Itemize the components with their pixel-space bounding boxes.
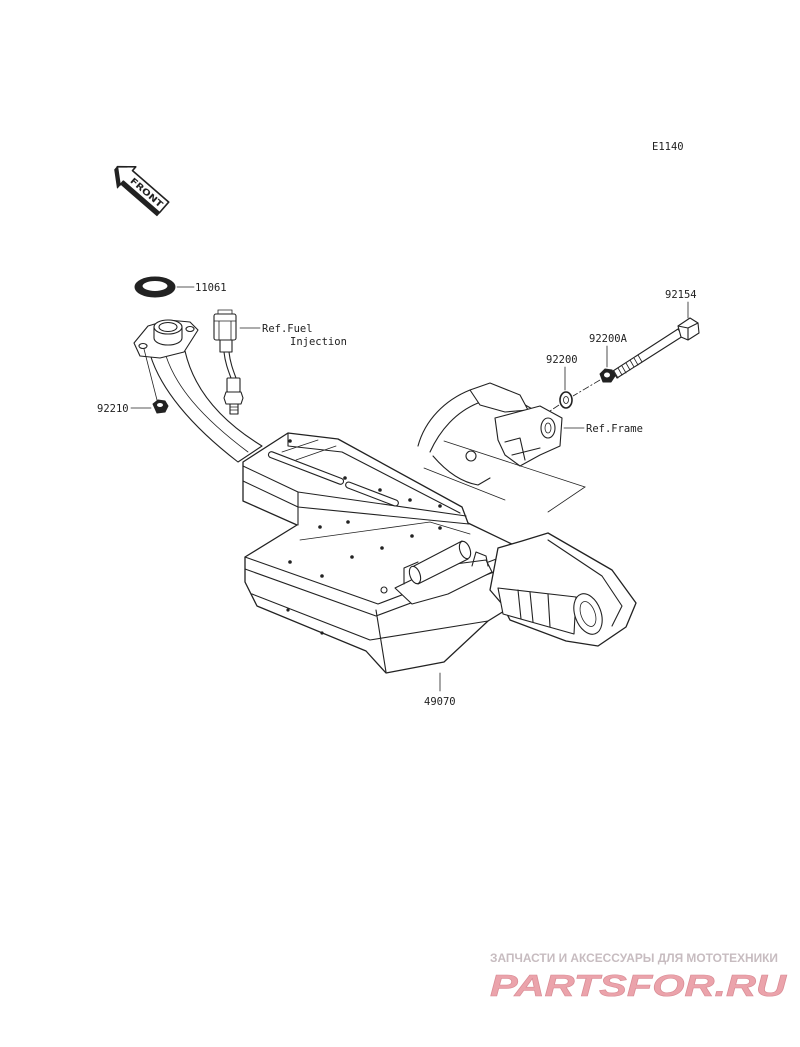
- callout-11061[interactable]: 11061: [195, 282, 227, 294]
- callout-92200[interactable]: 92200: [546, 354, 578, 366]
- sensor-body: [226, 377, 241, 393]
- bracket-tube-end: [408, 565, 422, 585]
- ref-fuel-label-line2: Injection: [290, 336, 347, 348]
- bolt-dot: [438, 504, 442, 508]
- flange-hole-right: [185, 325, 195, 333]
- nut-92210: [152, 399, 169, 414]
- gasket-11061: [134, 276, 176, 298]
- sensor-hex: [223, 391, 244, 405]
- frame-reference-bracket: [417, 382, 563, 486]
- frame-tabs: [504, 437, 541, 461]
- bolt-dot: [288, 560, 292, 564]
- lower-top-face-line: [299, 521, 471, 541]
- bolt-dot: [343, 476, 347, 480]
- callout-92210[interactable]: 92210: [97, 403, 129, 415]
- muffler-drain-hole: [380, 586, 388, 594]
- lower-corner-edge: [375, 609, 387, 673]
- callout-49070[interactable]: 49070: [424, 696, 456, 708]
- sensor-thread-lines: [229, 406, 239, 411]
- pipe-flange: [133, 319, 199, 359]
- muffler-bolt-dots: [286, 439, 442, 635]
- front-direction-arrow: FRONT: [114, 165, 170, 217]
- sensor-connector: [213, 313, 237, 341]
- frame-guide-line-lower: [423, 467, 506, 501]
- nut-hole: [157, 403, 163, 407]
- gasket-hole: [141, 279, 169, 293]
- bolt-dot: [378, 488, 382, 492]
- callout-92200a[interactable]: 92200A: [589, 333, 628, 345]
- bolt-dot: [320, 631, 324, 635]
- tail-pipe-rings: [517, 589, 551, 628]
- exhaust-pipe: [149, 350, 263, 463]
- bolt-dot: [380, 546, 384, 550]
- frame-guide-line: [443, 440, 586, 513]
- front-arrow-icon: [116, 165, 170, 214]
- bolt-axis-line: [549, 379, 601, 412]
- stud-alignment-line: [143, 348, 158, 401]
- bolt-dot: [346, 520, 350, 524]
- frame-mount-bore: [544, 422, 552, 434]
- bolt-dot: [288, 439, 292, 443]
- tail-pipe-bore: [579, 601, 597, 627]
- bracket-tabs: [403, 551, 489, 585]
- bolt-92154: [612, 317, 700, 379]
- bolt-dot: [410, 534, 414, 538]
- washer-92200: [559, 391, 573, 409]
- muffler-end-cap: [489, 532, 637, 647]
- bolt-dot: [350, 555, 354, 559]
- callout-92154[interactable]: 92154: [665, 289, 697, 301]
- washer-ring: [559, 391, 573, 409]
- bolt-dot: [438, 526, 442, 530]
- bolt-head-facets: [677, 322, 699, 341]
- bolt-dot: [320, 574, 324, 578]
- flange-hole-left: [138, 342, 148, 350]
- frame-member-inner: [429, 402, 506, 453]
- sensor-boot: [219, 339, 233, 353]
- diagram-code: E1140: [652, 141, 684, 153]
- site-watermark: ЗАПЧАСТИ И АКСЕССУАРЫ ДЛЯ МОТОТЕХНИКИ PA…: [490, 953, 789, 1003]
- flange-bore: [158, 321, 178, 333]
- sensor-wire: [223, 351, 237, 379]
- pipe-highlight: [165, 355, 249, 453]
- frame-mount-hole: [540, 417, 556, 439]
- fuel-injection-sensor: [213, 309, 244, 415]
- ref-fuel-label-line1: Ref.Fuel: [262, 323, 313, 335]
- frame-grommet: [465, 450, 477, 462]
- upper-slot-1: [267, 451, 345, 485]
- watermark-tagline: ЗАПЧАСТИ И АКСЕССУАРЫ ДЛЯ МОТОТЕХНИКИ: [490, 953, 778, 965]
- tail-pipe: [497, 587, 577, 635]
- muffler-mount-bracket: [394, 540, 493, 605]
- frame-lower-edge: [432, 455, 491, 486]
- muffler-49070: [242, 432, 523, 674]
- washer-hole: [563, 396, 569, 404]
- sensor-thread: [229, 403, 239, 415]
- end-cap-inner-edge: [547, 539, 623, 627]
- upper-top-face: [287, 432, 461, 514]
- frame-block: [469, 382, 529, 413]
- washer-a-hole: [604, 372, 610, 378]
- connector-ribs: [213, 309, 237, 341]
- washer-92200a: [599, 368, 616, 383]
- lower-bottom-band: [251, 593, 489, 641]
- watermark-logo: PARTSFOR.RU: [490, 968, 788, 1003]
- ref-frame-label: Ref.Frame: [586, 423, 643, 435]
- muffler-outline: [242, 432, 523, 674]
- bolt-dot: [318, 525, 322, 529]
- bolt-dot: [408, 498, 412, 502]
- bracket-tube-end: [458, 540, 472, 560]
- upper-raised-lines: [281, 439, 337, 461]
- bolt-dot: [286, 608, 290, 612]
- bolt-threads: [613, 354, 643, 379]
- upper-slot-2: [345, 481, 399, 507]
